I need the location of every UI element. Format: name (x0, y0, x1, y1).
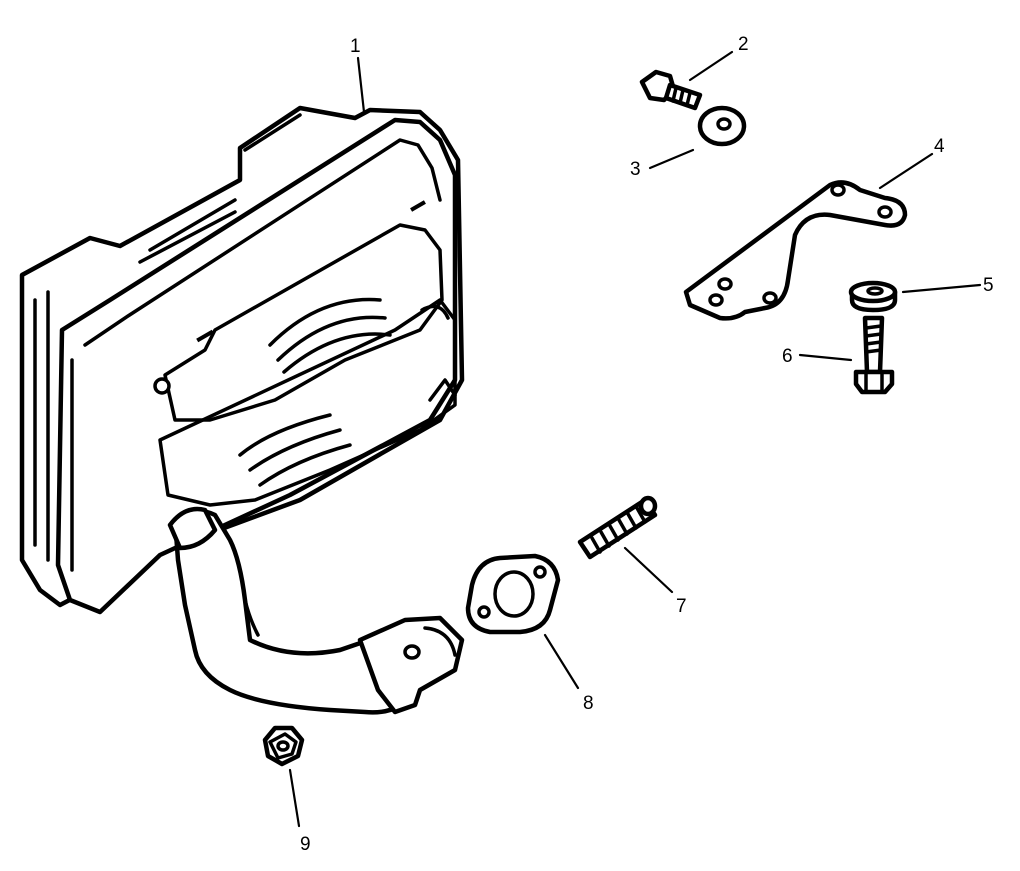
leader-7 (623, 546, 674, 594)
leader-1 (356, 56, 366, 114)
callout-2: 2 (738, 34, 749, 55)
callout-9: 9 (300, 834, 311, 855)
callout-5: 5 (983, 275, 994, 296)
gasket-part (465, 553, 561, 635)
leader-6 (798, 353, 853, 362)
leader-3 (648, 148, 695, 170)
leader-4 (878, 152, 934, 190)
bolt-small-part (639, 69, 703, 111)
callout-8: 8 (583, 693, 594, 714)
callout-1: 1 (350, 36, 361, 57)
spacer-part (848, 280, 898, 313)
bracket-part (683, 180, 908, 321)
leader-8 (543, 633, 580, 690)
nut-part (262, 725, 305, 767)
washer-part (697, 105, 747, 147)
bolt-long-part (853, 315, 895, 395)
callout-4: 4 (934, 136, 945, 157)
callout-7: 7 (676, 596, 687, 617)
leader-2 (688, 50, 734, 82)
muffler-part (19, 105, 465, 715)
leader-9 (288, 768, 301, 828)
stud-part (577, 495, 658, 560)
leader-5 (901, 283, 982, 294)
callout-3: 3 (630, 159, 641, 180)
callout-6: 6 (782, 346, 793, 367)
